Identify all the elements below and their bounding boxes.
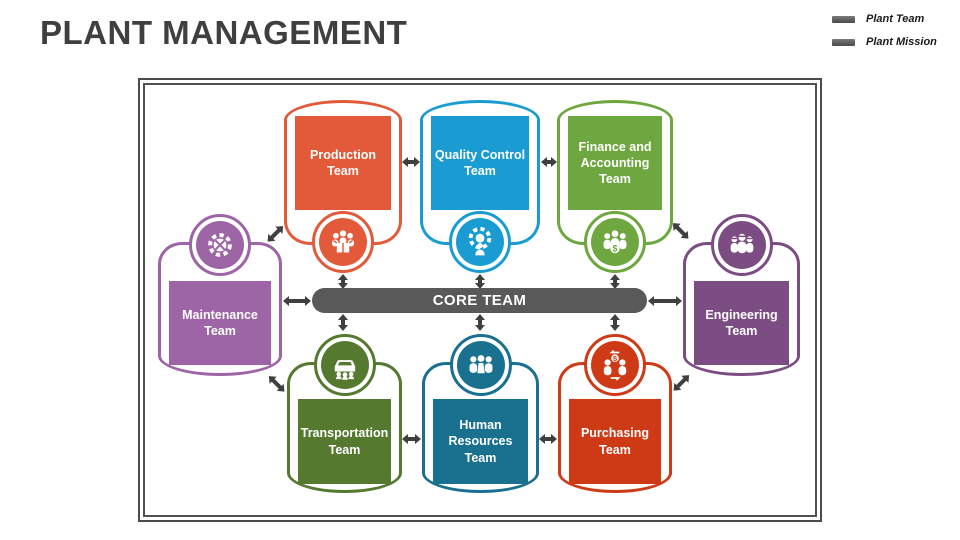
production-icon-circle [312,211,374,273]
diagram-frame [138,78,822,522]
svg-text:$: $ [613,244,618,254]
team-label-finance: Finance and Accounting Team [568,116,662,210]
gray-dash-icon [832,15,855,23]
arrow-quality-finance [541,156,557,167]
team-module-engineering: Engineering Team [683,214,800,376]
team-module-production: Production Team [284,100,402,273]
team-module-maintenance: Maintenance Team [158,214,282,376]
transportation-icon-circle [313,334,376,396]
maintenance-icon-circle [189,214,251,276]
team-module-quality-control: Quality Control Team [420,100,540,273]
arrow-hr-purchasing [539,433,557,444]
team-label-engineering: Engineering Team [694,281,789,365]
arrow-production-core [337,274,348,289]
arrow-transportation-hr [402,433,421,444]
arrow-core-transportation [337,314,348,331]
team-label-purchasing: Purchasing Team [569,399,661,484]
car-people-icon [320,341,369,389]
arrow-maintenance-core [283,295,311,306]
team-label-human-resources: Human Resources Team [433,399,528,484]
arrow-quality-core [474,274,485,289]
arrow-finance-core [609,274,620,289]
purchasing-icon-circle: $ [584,334,646,396]
buyer-seller-dollar-icon: $ [591,341,639,389]
team-label-quality-control: Quality Control Team [431,116,529,210]
team-label-production: Production Team [295,116,391,210]
quality-icon-circle [449,211,511,273]
arrow-core-hr [474,314,485,331]
gear-tools-icon [196,221,244,269]
people-group-icon [456,341,505,389]
team-module-finance: Finance and Accounting Team $ [557,100,673,273]
diagram-frame-inner [143,83,817,517]
team-module-purchasing: Purchasing Team $ [558,334,672,493]
legend-label: Plant Team [866,13,925,25]
people-dollar-icon: $ [591,218,639,266]
engineering-icon-circle [710,214,773,276]
core-team-pill: CORE TEAM [312,288,647,313]
team-label-transportation: Transportation Team [298,399,391,484]
arrow-core-engineering [648,295,682,306]
svg-text:$: $ [613,354,618,363]
arrow-production-quality [402,156,420,167]
gear-person-icon [456,218,504,266]
gray-dash-icon [832,38,855,46]
legend-item-plant-team: Plant Team [832,13,924,25]
people-packing-box-icon [319,218,367,266]
team-module-human-resources: Human Resources Team [422,334,539,493]
arrow-core-purchasing [609,314,620,331]
legend-item-plant-mission: Plant Mission [832,36,937,48]
team-label-maintenance: Maintenance Team [169,281,271,365]
team-module-transportation: Transportation Team [287,334,402,493]
page-title: PLANT MANAGEMENT [40,14,408,51]
engineers-icon [717,221,766,269]
hr-icon-circle [449,334,512,396]
finance-icon-circle: $ [584,211,646,273]
legend-label: Plant Mission [866,36,937,48]
